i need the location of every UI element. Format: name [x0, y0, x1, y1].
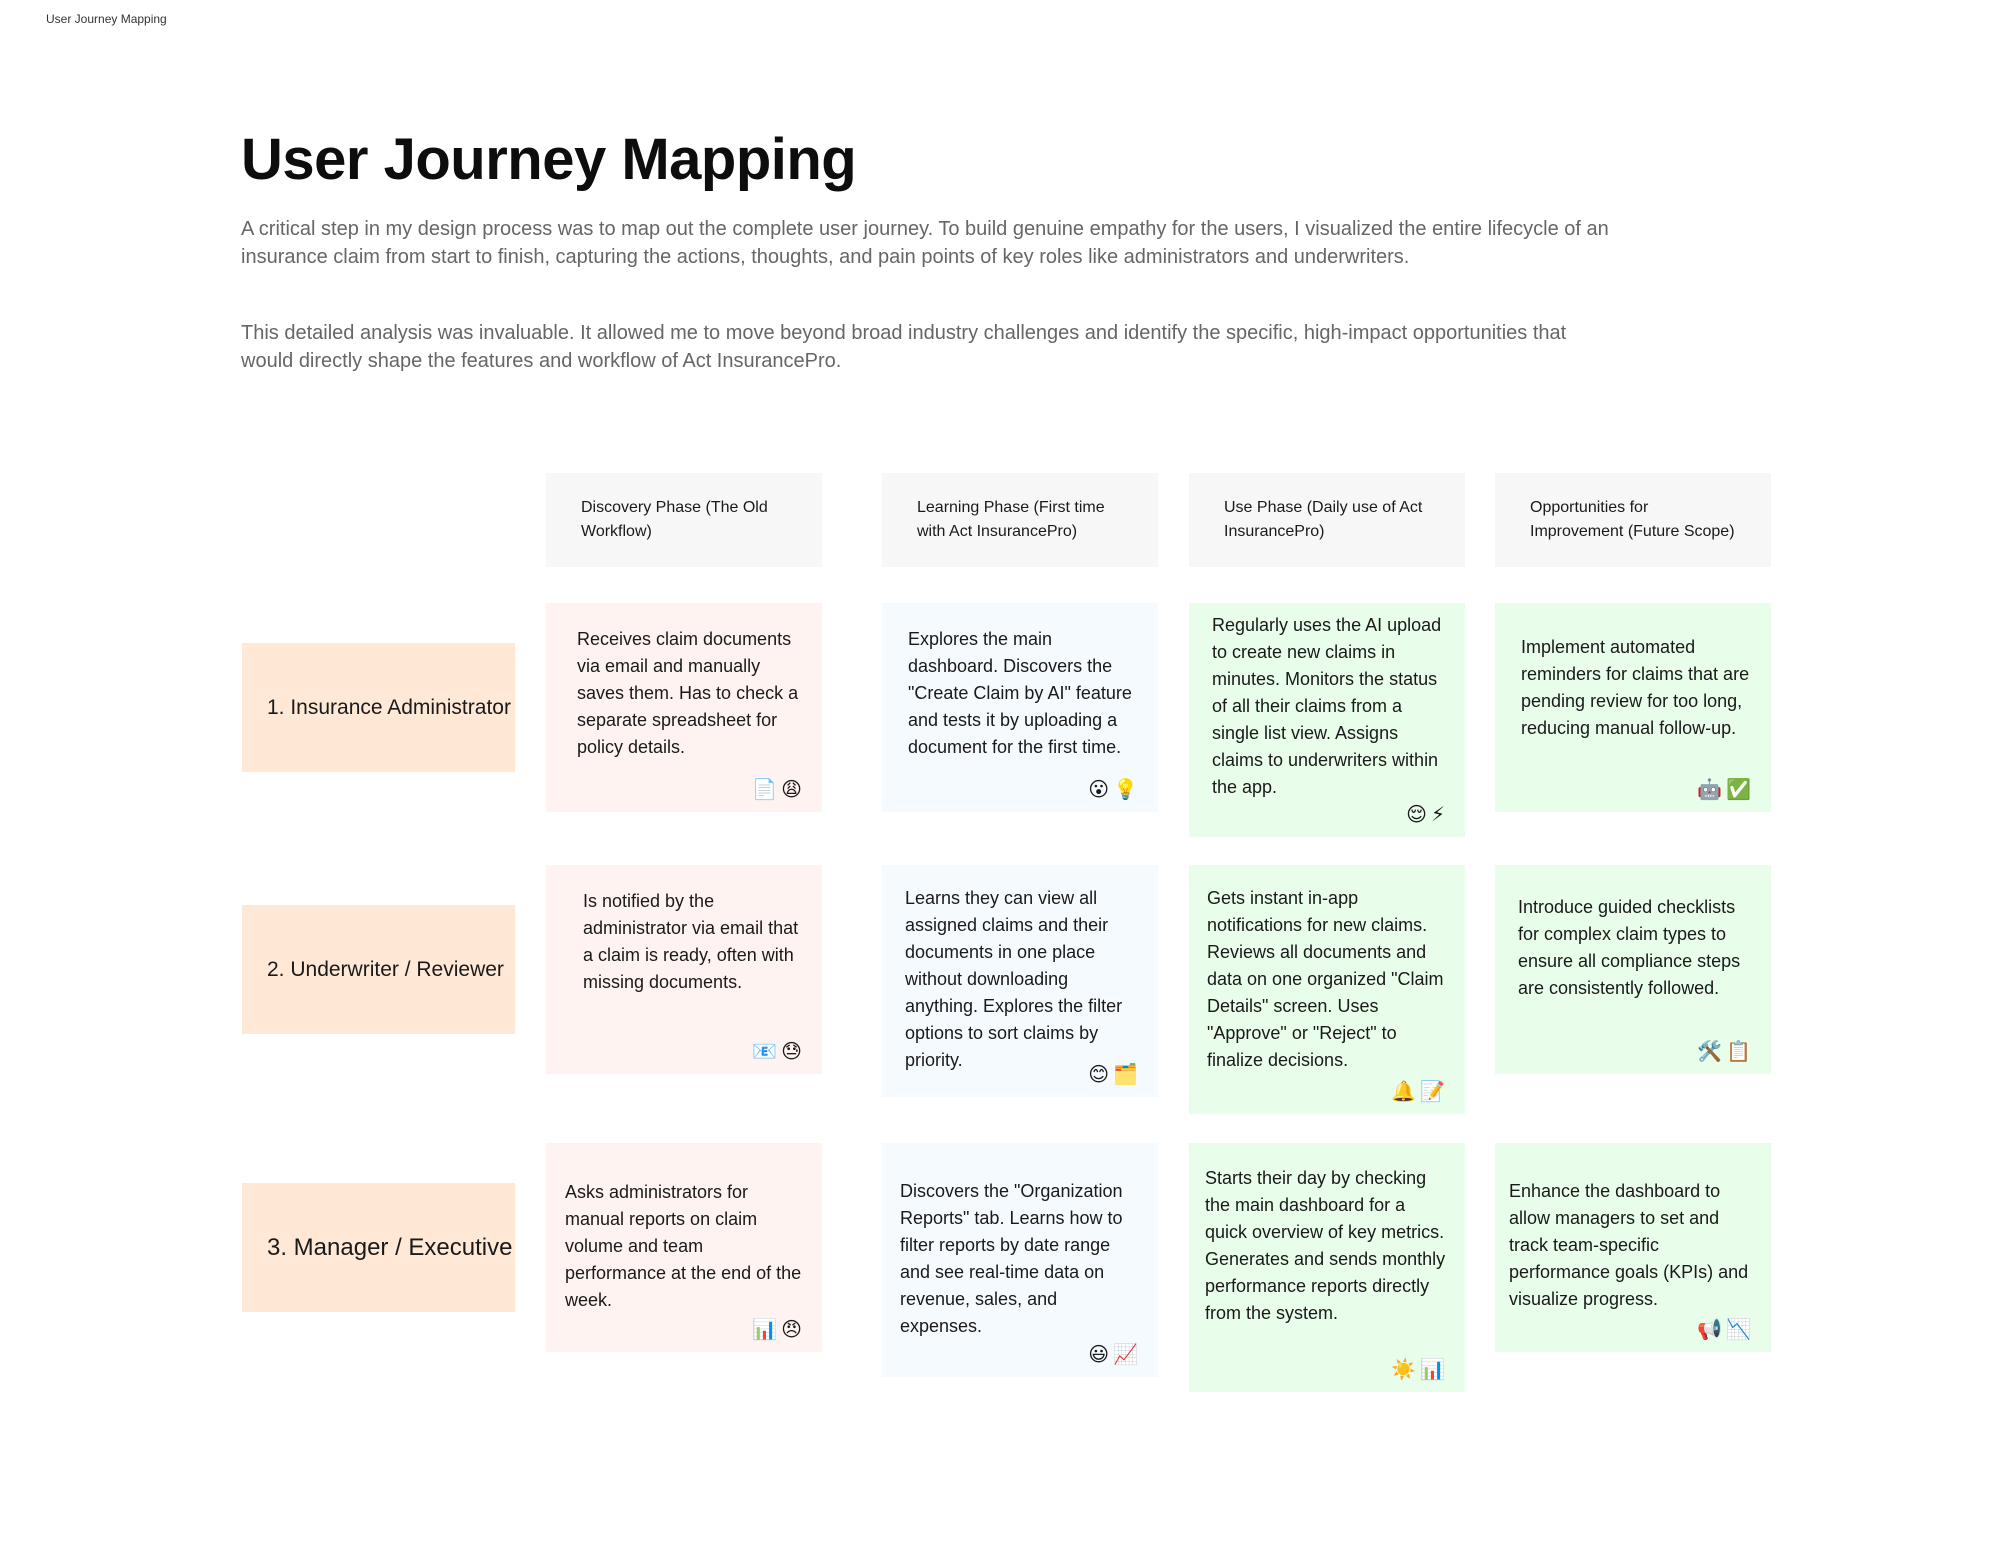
emoji-icons: 😮💡 [1088, 777, 1142, 801]
journey-card-underwriter-opportunity: Introduce guided checklists for complex … [1495, 865, 1771, 1074]
emoji-icons: 📧😓 [752, 1039, 806, 1063]
card-text: Is notified by the administrator via ema… [583, 891, 799, 992]
journey-card-underwriter-use: Gets instant in-app notifications for ne… [1189, 865, 1465, 1114]
journey-card-manager-learning: Discovers the "Organization Reports" tab… [882, 1143, 1158, 1377]
role-underwriter-reviewer: 2. Underwriter / Reviewer [242, 905, 515, 1034]
journey-card-admin-discovery: Receives claim documents via email and m… [546, 603, 822, 812]
card-text: Learns they can view all assigned claims… [905, 888, 1123, 1070]
journey-card-admin-opportunity: Implement automated reminders for claims… [1495, 603, 1771, 812]
phase-header-opportunities: Opportunities for Improvement (Future Sc… [1495, 473, 1771, 567]
emoji-icons: 🤖✅ [1697, 777, 1755, 801]
card-text: Discovers the "Organization Reports" tab… [900, 1181, 1123, 1336]
journey-card-manager-use: Starts their day by checking the main da… [1189, 1143, 1465, 1392]
card-text: Gets instant in-app notifications for ne… [1207, 888, 1444, 1070]
intro-paragraph: A critical step in my design process was… [241, 218, 1609, 268]
emoji-icons: 🛠️📋 [1697, 1039, 1755, 1063]
emoji-icons: 📢📉 [1697, 1317, 1755, 1341]
phase-header-discovery: Discovery Phase (The Old Workflow) [546, 473, 822, 567]
intro-paragraph: This detailed analysis was invaluable. I… [241, 322, 1567, 372]
phase-header-use: Use Phase (Daily use of Act InsurancePro… [1189, 473, 1465, 567]
journey-card-manager-opportunity: Enhance the dashboard to allow managers … [1495, 1143, 1771, 1352]
frame-label: User Journey Mapping [46, 12, 167, 26]
emoji-icons: 🔔📝 [1391, 1079, 1449, 1103]
emoji-icons: 😃📈 [1088, 1342, 1142, 1366]
card-text: Implement automated reminders for claims… [1521, 637, 1750, 738]
role-insurance-administrator: 1. Insurance Administrator [242, 643, 515, 772]
card-text: Introduce guided checklists for complex … [1518, 897, 1741, 998]
card-text: Receives claim documents via email and m… [577, 629, 799, 757]
emoji-icons: 😊🗂️ [1088, 1062, 1142, 1086]
card-text: Regularly uses the AI upload to create n… [1212, 615, 1442, 797]
journey-card-underwriter-learning: Learns they can view all assigned claims… [882, 865, 1158, 1097]
card-text: Enhance the dashboard to allow managers … [1509, 1181, 1749, 1309]
card-text: Asks administrators for manual reports o… [565, 1182, 802, 1310]
journey-card-manager-discovery: Asks administrators for manual reports o… [546, 1143, 822, 1352]
journey-card-admin-use: Regularly uses the AI upload to create n… [1189, 603, 1465, 837]
role-manager-executive: 3. Manager / Executive [242, 1183, 515, 1312]
card-text: Starts their day by checking the main da… [1205, 1168, 1446, 1323]
journey-card-underwriter-discovery: Is notified by the administrator via ema… [546, 865, 822, 1074]
card-text: Explores the main dashboard. Discovers t… [908, 629, 1132, 757]
emoji-icons: 😌⚡ [1406, 802, 1449, 826]
emoji-icons: 📊😠 [752, 1317, 806, 1341]
emoji-icons: 📄😩 [752, 777, 806, 801]
emoji-icons: ☀️📊 [1391, 1357, 1449, 1381]
phase-header-learning: Learning Phase (First time with Act Insu… [882, 473, 1158, 567]
journey-card-admin-learning: Explores the main dashboard. Discovers t… [882, 603, 1158, 812]
page-title: User Journey Mapping [241, 127, 857, 192]
